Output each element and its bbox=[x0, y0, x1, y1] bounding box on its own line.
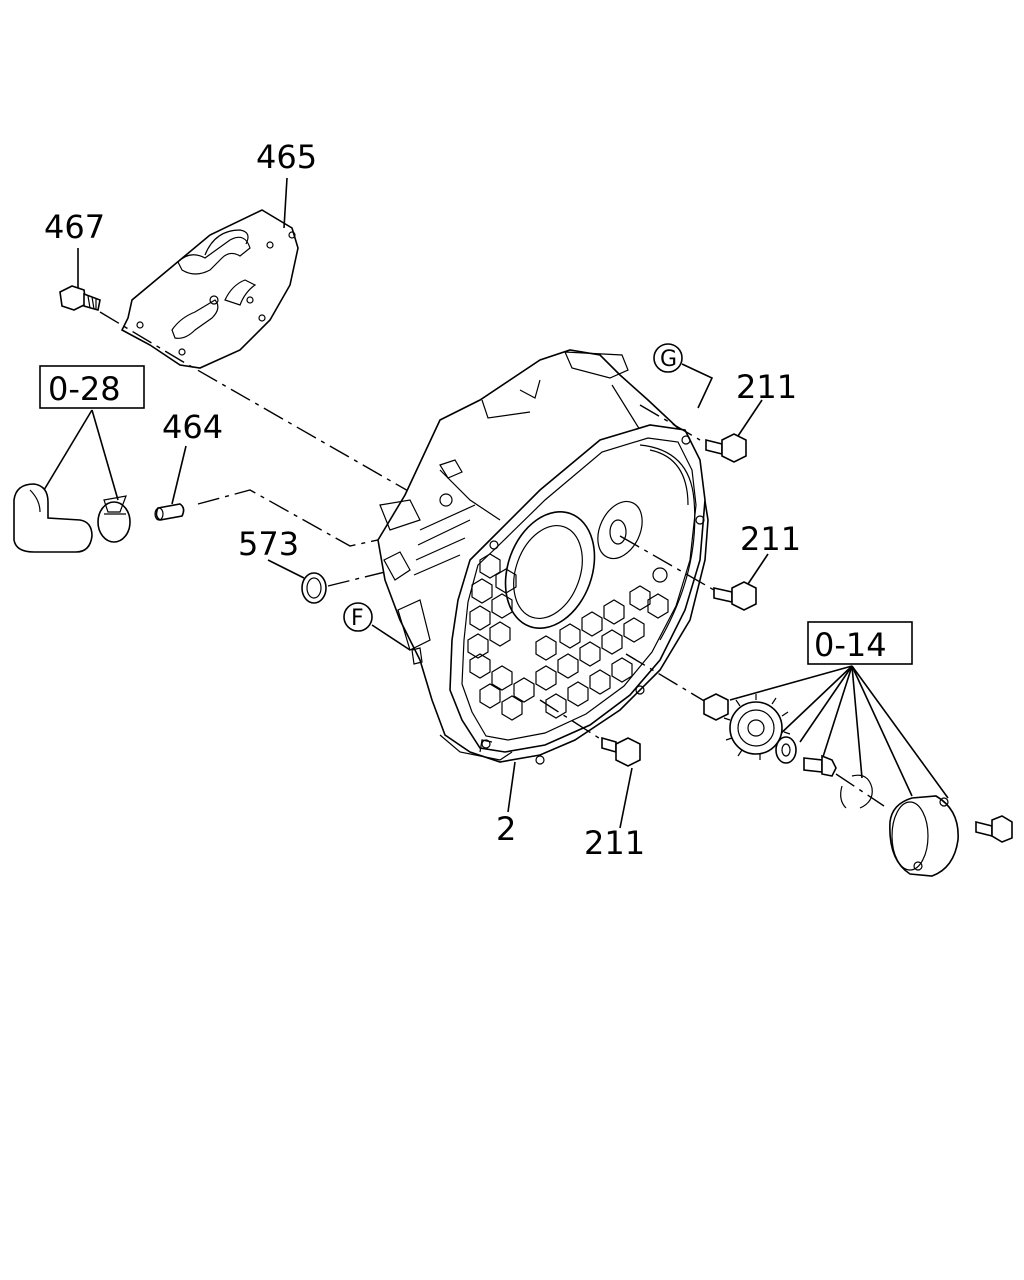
part-label-211-middle: 211 bbox=[740, 520, 801, 558]
bolt-211-top[interactable] bbox=[705, 433, 747, 463]
bolt-211-middle[interactable] bbox=[713, 581, 757, 611]
assembly-line-211-bottom bbox=[539, 699, 603, 741]
assembly-line-467 bbox=[99, 311, 411, 493]
leader-211-bottom bbox=[619, 767, 633, 829]
leader-573 bbox=[267, 559, 305, 579]
assembly-line-g bbox=[639, 404, 701, 441]
part-label-465: 465 bbox=[256, 138, 317, 176]
leader-211-middle bbox=[747, 553, 769, 585]
callout-letter-f: F bbox=[351, 606, 364, 631]
bolt-cover-0-14[interactable] bbox=[975, 815, 1013, 843]
bolt-467[interactable] bbox=[59, 285, 101, 312]
assembly-line-211-middle bbox=[619, 535, 715, 591]
snap-ring-0-14[interactable] bbox=[840, 774, 873, 809]
leader-callout-g bbox=[681, 363, 714, 409]
part-label-464: 464 bbox=[162, 408, 223, 446]
reference-box-0-14[interactable] bbox=[807, 621, 913, 665]
leader-464 bbox=[171, 445, 187, 505]
flywheel-housing-2[interactable] bbox=[377, 349, 709, 765]
leader-211-top bbox=[737, 399, 763, 437]
hose-elbow[interactable] bbox=[13, 483, 93, 553]
assembly-line-0-14 bbox=[625, 653, 707, 703]
hose-clamp[interactable] bbox=[97, 495, 131, 543]
seal-ring-573[interactable] bbox=[301, 572, 327, 604]
part-label-211-top: 211 bbox=[736, 368, 797, 406]
callout-circle-f[interactable] bbox=[343, 602, 373, 632]
part-label-573: 573 bbox=[238, 525, 299, 563]
washer-0-14[interactable] bbox=[775, 736, 797, 764]
bracket-plate-465[interactable] bbox=[120, 209, 299, 369]
reference-label-0-14: 0-14 bbox=[814, 626, 887, 664]
bolt-211-bottom[interactable] bbox=[601, 736, 641, 767]
cover-cap-0-14[interactable] bbox=[889, 795, 959, 877]
assembly-line-573 bbox=[327, 571, 386, 587]
callout-circle-g[interactable] bbox=[653, 343, 683, 373]
part-label-2: 2 bbox=[496, 810, 516, 848]
dowel-pin-464[interactable] bbox=[154, 503, 185, 521]
callout-letter-g: G bbox=[660, 347, 677, 372]
reference-label-0-28: 0-28 bbox=[48, 370, 121, 408]
shaft-bolt-0-14[interactable] bbox=[803, 754, 837, 777]
leader-2 bbox=[507, 761, 516, 813]
leader-callout-f bbox=[371, 624, 411, 651]
part-label-467: 467 bbox=[44, 208, 105, 246]
leader-0-28-b bbox=[91, 409, 119, 501]
leaders-0-14 bbox=[729, 665, 949, 799]
reference-box-0-28[interactable] bbox=[39, 365, 145, 409]
bolt-small-0-14[interactable] bbox=[703, 693, 729, 721]
part-label-211-bottom: 211 bbox=[584, 824, 645, 862]
assembly-line-0-14-b bbox=[835, 773, 885, 807]
leader-465 bbox=[283, 177, 288, 229]
leader-0-28-a bbox=[43, 409, 93, 491]
